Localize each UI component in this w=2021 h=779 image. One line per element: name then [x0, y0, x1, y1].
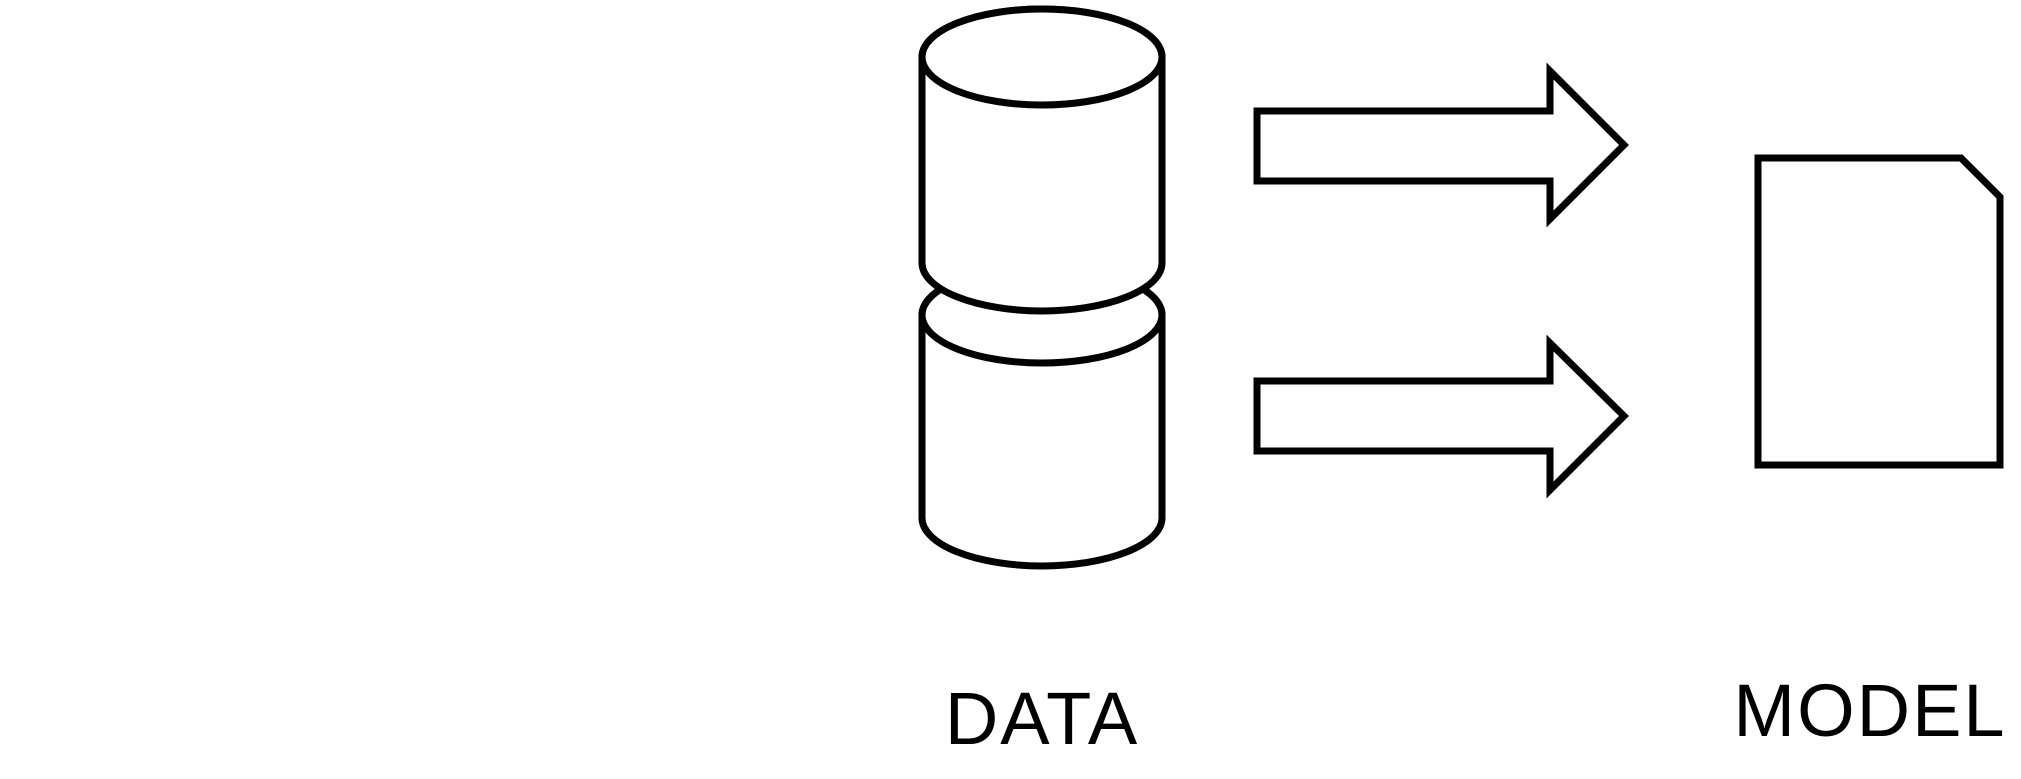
document-icon [1754, 154, 2004, 469]
database-cylinder-top [918, 5, 1166, 315]
database-icon [918, 5, 1166, 570]
arrow-right-icon [1253, 62, 1629, 228]
model-label: MODEL [1733, 669, 2006, 752]
arrow-right-icon [1253, 334, 1629, 499]
data-label: DATA [945, 677, 1139, 760]
